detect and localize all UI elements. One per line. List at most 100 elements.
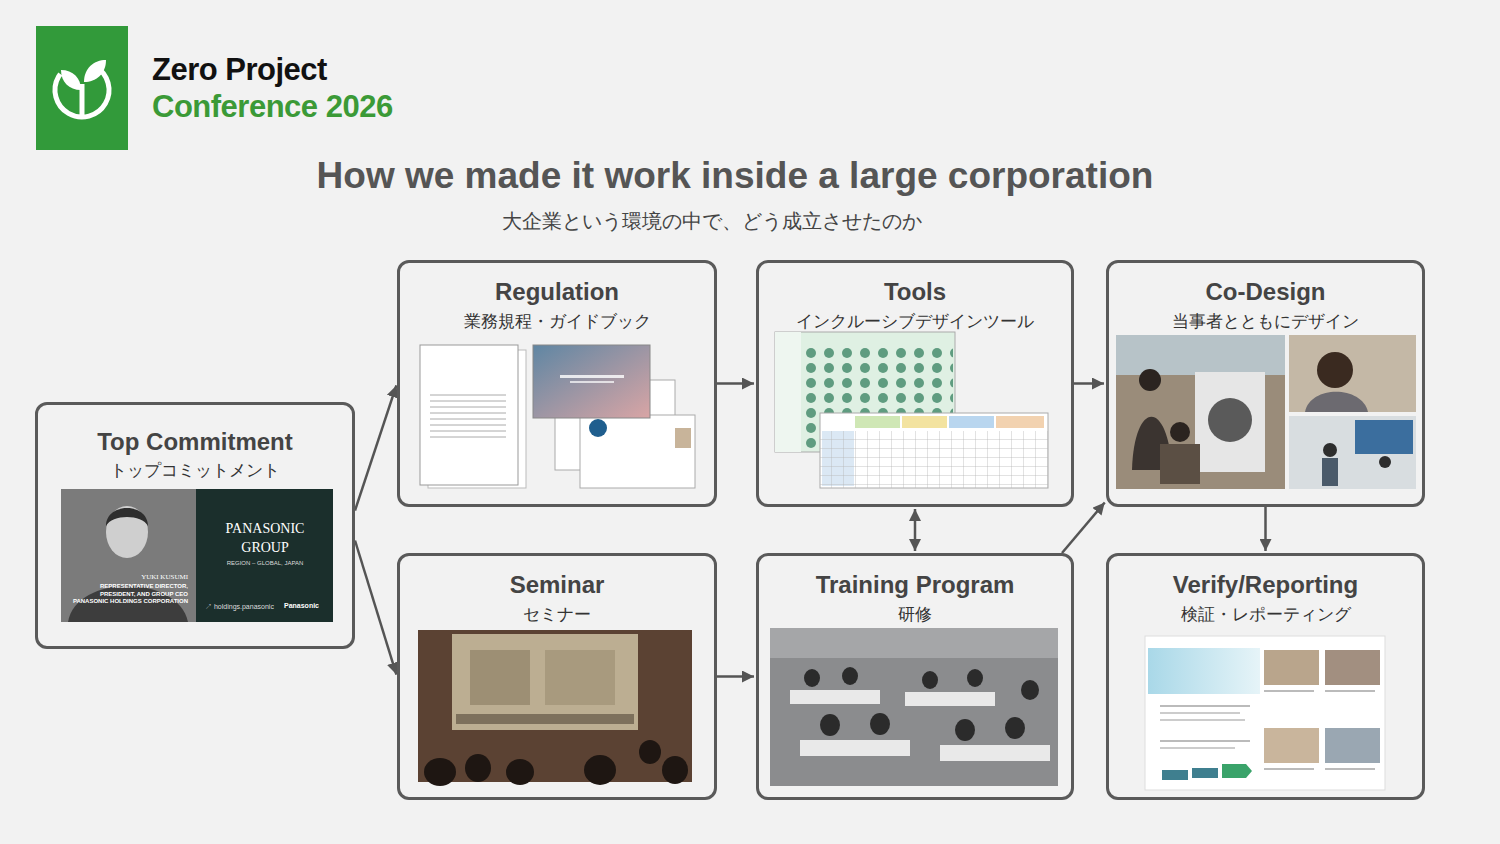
box-subtitle: 当事者とともにデザイン xyxy=(1172,310,1359,333)
regulation-pictures xyxy=(420,345,695,488)
illustration-rect xyxy=(675,428,691,448)
illustration-rect xyxy=(905,692,995,706)
illustration-ellipse xyxy=(922,671,938,689)
illustration-rect xyxy=(1160,719,1245,721)
codesign-photos xyxy=(1116,335,1416,489)
illustration-rect xyxy=(820,413,1048,488)
flow-arrow xyxy=(914,509,917,551)
illustration-ellipse xyxy=(820,714,840,736)
image-link: ↗ holdings.panasonic xyxy=(205,602,274,612)
tools-pictures xyxy=(775,332,1048,488)
logo-subtitle: Conference 2026 xyxy=(152,89,393,125)
box-heading: Co-Design xyxy=(1206,278,1326,306)
illustration-rect xyxy=(533,345,650,418)
illustration-rect xyxy=(560,375,624,378)
illustration-ellipse xyxy=(584,755,616,785)
illustration-rect xyxy=(1160,444,1200,484)
illustration-rect xyxy=(855,416,900,428)
illustration-rect xyxy=(1264,690,1314,692)
box-subtitle: 研修 xyxy=(898,603,932,626)
illustration-rect xyxy=(770,628,1058,658)
illustration-rect xyxy=(1325,768,1375,770)
process-box: Training Program研修 xyxy=(756,553,1074,800)
box-subtitle: インクルーシブデザインツール xyxy=(796,310,1034,333)
illustration-ellipse xyxy=(506,759,534,785)
box-subtitle: 検証・レポーティング xyxy=(1181,603,1351,626)
process-box: Verify/Reporting検証・レポーティング xyxy=(1106,553,1425,800)
process-box: Seminar セミナー xyxy=(397,553,717,800)
illustration-rect xyxy=(1160,740,1250,742)
illustration-ellipse xyxy=(106,506,148,558)
illustration-rect xyxy=(1325,650,1380,685)
process-box: Tools インクルーシブデザインツール xyxy=(756,260,1074,507)
illustration-rect xyxy=(1355,420,1413,454)
illustration-rect xyxy=(430,392,508,440)
illustration-rect xyxy=(570,381,614,383)
illustration-path xyxy=(1222,764,1252,778)
illustration-ellipse xyxy=(804,669,820,687)
illustration-rect xyxy=(1160,747,1235,749)
flow-arrow xyxy=(1264,507,1267,551)
flow-arrow xyxy=(1074,382,1104,385)
illustration-rect xyxy=(1264,650,1319,685)
illustration-rect xyxy=(1145,636,1385,790)
illustration-rect xyxy=(940,745,1050,761)
illustration-rect xyxy=(1322,458,1338,486)
illustration-rect xyxy=(456,714,634,724)
box-subtitle: トップコミットメント xyxy=(110,459,280,482)
illustration-rect xyxy=(1192,768,1218,778)
flow-arrow xyxy=(355,385,396,510)
illustration-circle xyxy=(589,419,607,437)
box-subtitle: 業務規程・ガイドブック xyxy=(464,310,651,333)
illustration-rect xyxy=(1116,335,1285,375)
illustration-rect xyxy=(1325,728,1380,763)
illustration-path xyxy=(61,70,81,90)
illustration-rect xyxy=(61,489,333,622)
illustration-circle xyxy=(1139,369,1161,391)
illustration-rect xyxy=(1325,690,1375,692)
illustration-rect xyxy=(1264,728,1319,763)
image-position: REPRESENTATIVE DIRECTOR, PRESIDENT, AND … xyxy=(64,583,188,606)
illustration-rect xyxy=(452,634,638,730)
illustration-path xyxy=(84,60,106,82)
illustration-rect xyxy=(1160,705,1250,707)
process-box: Regulation 業務規程・ガイドブック xyxy=(397,260,717,507)
illustration-path xyxy=(1305,392,1368,412)
illustration-rect xyxy=(580,415,695,488)
image-region: REGION – GLOBAL, JAPAN xyxy=(200,560,330,566)
illustration-ellipse xyxy=(465,754,491,782)
flow-arrow xyxy=(717,382,754,385)
illustration-path xyxy=(106,508,148,526)
illustration-rect xyxy=(790,690,880,704)
logo-title: Zero Project xyxy=(152,52,327,88)
flow-arrow xyxy=(355,541,396,675)
illustration-circle xyxy=(1379,456,1391,468)
box-heading: Top Commitment xyxy=(97,428,293,456)
illustration-rect xyxy=(1289,416,1416,489)
report-webpage xyxy=(1145,636,1385,790)
illustration-rect xyxy=(1148,648,1260,694)
illustration-rect xyxy=(418,630,692,782)
illustration-rect xyxy=(1116,335,1285,489)
illustration-rect xyxy=(1160,712,1240,714)
illustration-ellipse xyxy=(955,719,975,741)
illustration-rect xyxy=(1195,372,1265,472)
box-heading: Seminar xyxy=(510,571,605,599)
illustration-rect xyxy=(470,650,530,705)
box-heading: Tools xyxy=(884,278,946,306)
box-heading: Regulation xyxy=(495,278,619,306)
illustration-rect xyxy=(1264,768,1314,770)
illustration-circle xyxy=(45,53,119,127)
illustration-ellipse xyxy=(1021,680,1039,700)
illustration-circle xyxy=(1317,352,1353,388)
illustration-rect xyxy=(902,416,947,428)
flow-arrow xyxy=(717,675,754,678)
illustration-ellipse xyxy=(967,669,983,687)
process-box: Co-Design 当事者とともにデザイン xyxy=(1106,260,1425,507)
illustration-ellipse xyxy=(639,740,661,764)
box-subtitle: セミナー xyxy=(523,603,591,626)
illustration-rect xyxy=(996,416,1044,428)
